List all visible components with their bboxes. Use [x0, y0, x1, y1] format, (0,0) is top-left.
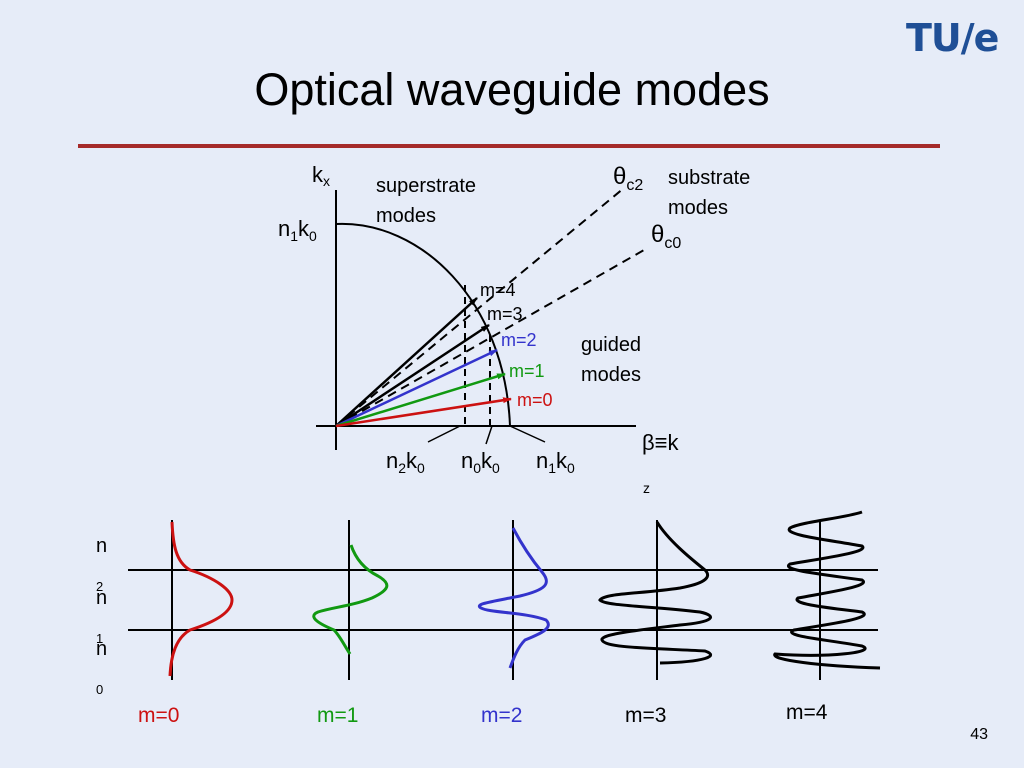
layer-n0-subscript: 0 — [96, 682, 103, 697]
n1k0-vertical-label: n1k0 — [278, 216, 317, 244]
mode-vector-m3 — [335, 323, 490, 428]
mode-label-m1: m=1 — [509, 361, 545, 381]
substrate-label-1: substrate — [668, 167, 750, 189]
substrate-label-2: modes — [668, 197, 728, 219]
n1k0-label: n1k0 — [536, 448, 575, 476]
profile-curve-m4 — [773, 510, 881, 670]
layer-n1-subscript: 1 — [96, 631, 103, 646]
mode-vector-m0 — [335, 397, 512, 428]
profile-curve-m0 — [168, 521, 234, 677]
n1k0-circle-arc — [335, 222, 511, 427]
n2k0-leader — [427, 425, 461, 443]
guided-label-1: guided — [581, 334, 641, 356]
n0k0-label: n0k0 — [461, 448, 500, 476]
n0k0-leader — [485, 425, 493, 445]
dispersion-diagram: kx β≡k z n1k0 n2k0 n0k0 n1k0 superstrate… — [278, 162, 750, 496]
profile-label-m0: m=0 — [138, 704, 179, 727]
slide-title: Optical waveguide modes — [254, 64, 770, 115]
profile-label-m2: m=2 — [481, 704, 522, 727]
page-number: 43 — [970, 726, 988, 743]
layer-n2-subscript: 2 — [96, 579, 103, 594]
layer-n2-label: n — [96, 535, 107, 557]
profile-curve-m1 — [312, 544, 389, 655]
superstrate-label-1: superstrate — [376, 175, 476, 197]
layer-n0-label: n — [96, 638, 107, 660]
mode-vector-m1 — [335, 372, 506, 428]
kz-axis-label: β≡k — [642, 430, 679, 455]
title-divider — [78, 144, 940, 148]
profile-label-m1: m=1 — [317, 704, 358, 727]
profile-label-m3: m=3 — [625, 704, 666, 727]
profile-label-m4: m=4 — [786, 701, 828, 724]
n1k0-leader — [509, 425, 546, 443]
mode-vector-m2 — [335, 348, 498, 428]
mode-vector-m4 — [335, 297, 478, 427]
mode-profiles: n 2 n 1 n 0 m=0 m=1 m=2 m=3 m=4 — [96, 510, 881, 727]
mode-label-m4: m=4 — [480, 280, 516, 300]
mode-label-m2: m=2 — [501, 330, 537, 350]
theta-c2-label: θc2 — [613, 163, 643, 194]
profile-curve-m2 — [477, 527, 550, 669]
tue-logo: TU/e — [906, 16, 999, 60]
mode-label-m3: m=3 — [487, 304, 523, 324]
layer-n1-label: n — [96, 587, 107, 609]
theta-c0-label: θc0 — [651, 221, 681, 252]
superstrate-label-2: modes — [376, 205, 436, 227]
mode-label-m0: m=0 — [517, 390, 553, 410]
kx-axis-label: kx — [312, 162, 330, 189]
theta-c2-line — [335, 187, 625, 427]
n2k0-label: n2k0 — [386, 448, 425, 476]
kz-axis-subscript: z — [643, 480, 650, 496]
profile-curve-m3 — [598, 521, 713, 665]
guided-label-2: modes — [581, 364, 641, 386]
